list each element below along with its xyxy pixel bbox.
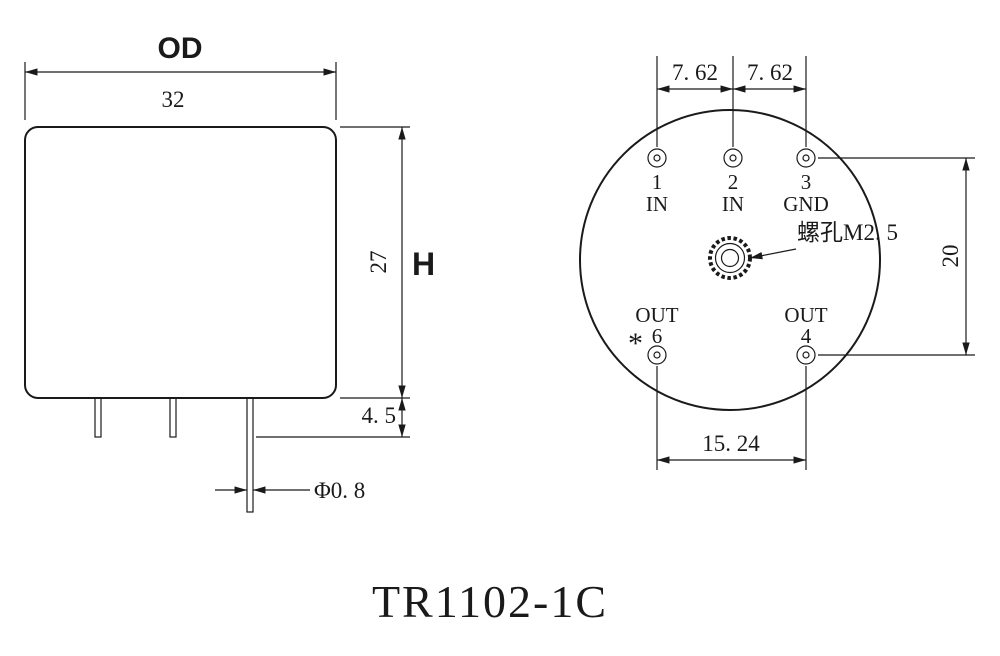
screw-hole-label: 螺孔M2. 5 bbox=[797, 220, 898, 245]
pin-hole-1 bbox=[647, 148, 667, 168]
leader-line bbox=[749, 248, 797, 260]
height-label: H bbox=[412, 246, 435, 282]
height-value: 27 bbox=[366, 251, 391, 274]
od-value: 32 bbox=[162, 87, 185, 112]
pin4-label: OUT bbox=[784, 303, 827, 327]
pin3-number: 3 bbox=[801, 170, 812, 194]
pin-length-dimension bbox=[256, 398, 410, 438]
pin-length-value: 4. 5 bbox=[362, 403, 397, 428]
part-number-title: TR1102-1C bbox=[372, 576, 608, 627]
pin-right bbox=[246, 397, 254, 513]
pitch-left-value: 7. 62 bbox=[672, 60, 718, 85]
top-pitch-dimension bbox=[656, 56, 807, 147]
pin-hole-6 bbox=[647, 345, 667, 365]
pin1-label: IN bbox=[646, 192, 668, 216]
bottom-pitch-value: 15. 24 bbox=[702, 431, 760, 456]
pin-hole-2 bbox=[723, 148, 743, 168]
pin6-number: 6 bbox=[652, 324, 663, 348]
vertical-pitch-dimension bbox=[818, 157, 975, 356]
pin2-number: 2 bbox=[728, 170, 739, 194]
pin-middle bbox=[169, 397, 177, 438]
component-body-outline bbox=[24, 126, 337, 399]
od-dimension bbox=[24, 62, 337, 120]
od-label: OD bbox=[158, 32, 203, 65]
pin-hole-4 bbox=[796, 345, 816, 365]
screw-hole bbox=[708, 236, 752, 280]
polarity-star: * bbox=[628, 327, 643, 360]
vertical-pitch-value: 20 bbox=[938, 245, 963, 268]
side-view bbox=[24, 126, 337, 513]
bottom-pitch-dimension bbox=[656, 366, 807, 470]
pin2-label: IN bbox=[722, 192, 744, 216]
pin1-number: 1 bbox=[652, 170, 663, 194]
pin6-label: OUT bbox=[635, 303, 678, 327]
case-outline bbox=[579, 109, 881, 411]
pitch-right-value: 7. 62 bbox=[747, 60, 793, 85]
bottom-view bbox=[579, 56, 975, 470]
pin-hole-3 bbox=[796, 148, 816, 168]
pin3-label: GND bbox=[783, 192, 829, 216]
pin-left bbox=[94, 397, 102, 438]
pin-diameter-value: Φ0. 8 bbox=[314, 478, 365, 503]
pin4-number: 4 bbox=[801, 324, 812, 348]
